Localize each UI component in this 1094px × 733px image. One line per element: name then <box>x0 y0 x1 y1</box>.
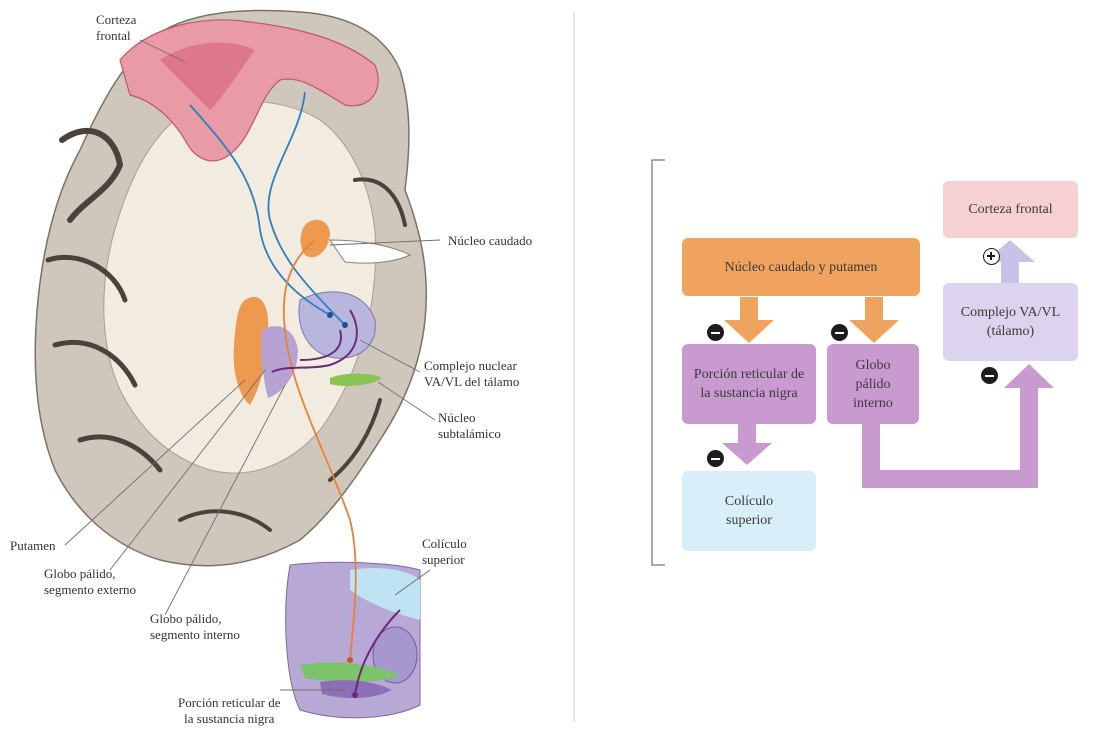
label-nucleo-subtalamico: Núcleo subtalámico <box>438 410 501 442</box>
arrow-reticular-to-coliculo <box>722 423 772 465</box>
label-complejo-nuclear: Complejo nuclear VA/VL del tálamo <box>424 358 519 390</box>
box-caudado-putamen: Núcleo caudado y putamen <box>682 238 920 296</box>
inhibitory-sign-coliculo <box>707 450 724 467</box>
inhibitory-sign-reticular <box>707 324 724 341</box>
label-putamen: Putamen <box>10 538 56 554</box>
label-corteza-frontal: Corteza frontal <box>96 12 136 44</box>
inhibitory-sign-globo <box>831 324 848 341</box>
label-porcion-reticular: Porción reticular de la sustancia nigra <box>178 695 281 727</box>
label-globo-interno: Globo pálido, segmento interno <box>150 611 240 643</box>
inhibitory-sign-complejo <box>981 367 998 384</box>
label-coliculo-superior: Colículo superior <box>422 536 467 568</box>
label-nucleo-caudado: Núcleo caudado <box>448 233 532 249</box>
box-coliculo-superior: Colículo superior <box>682 471 816 551</box>
box-porcion-reticular: Porción reticular de la sustancia nigra <box>682 344 816 424</box>
box-corteza-frontal: Corteza frontal <box>943 181 1078 238</box>
excitatory-sign-corteza <box>983 248 1000 265</box>
diagram-bracket <box>652 160 665 565</box>
label-globo-externo: Globo pálido, segmento externo <box>44 566 136 598</box>
arrow-caudado-to-globo <box>849 297 899 343</box>
arrow-caudado-to-reticular <box>724 297 774 343</box>
box-complejo-vavl: Complejo VA/VL (tálamo) <box>943 283 1078 361</box>
box-globo-palido-interno: Globo pálido interno <box>827 344 919 424</box>
